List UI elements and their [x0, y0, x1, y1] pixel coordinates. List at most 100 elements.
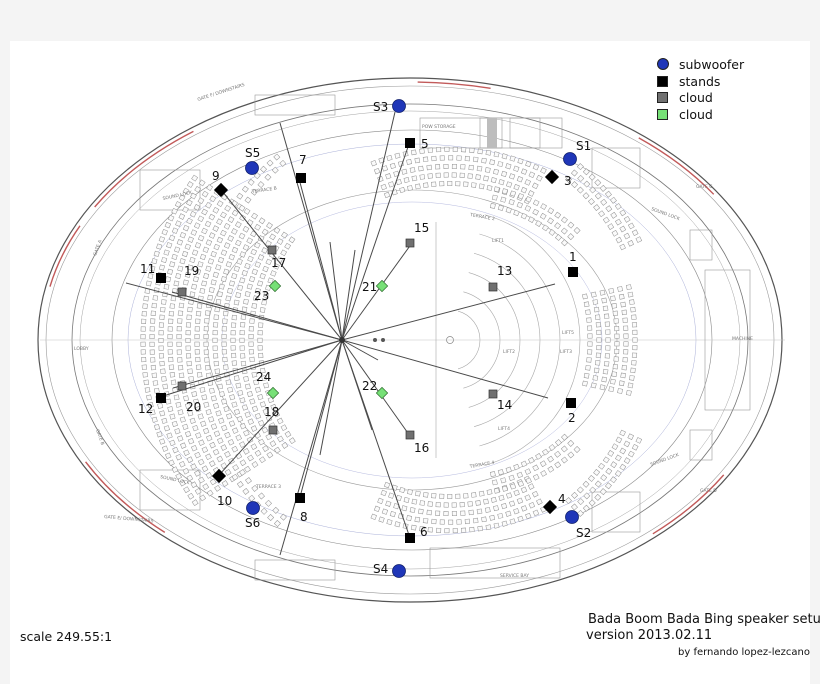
stage-center [446, 336, 454, 344]
seating-left-main [140, 174, 296, 507]
stand-11 [156, 273, 166, 283]
speaker-ray [172, 339, 343, 389]
plan-label-gate-c: GATE C [696, 184, 712, 190]
green-cloud-22 [375, 386, 389, 400]
room-outline [689, 229, 713, 261]
speaker-ray [341, 339, 373, 431]
plan-label-lobby: LOBBY [74, 346, 89, 352]
gray-cloud-16 [405, 430, 415, 440]
listening-center [339, 337, 345, 343]
speaker-ray [341, 339, 411, 437]
elevator-shaft [487, 118, 497, 148]
subwoofer-s5 [245, 161, 259, 175]
plan-label-sound-lock: SOUND LOCK [650, 206, 681, 222]
gray-cloud-label-15: 15 [414, 221, 429, 235]
center-mark [381, 338, 385, 342]
gray-cloud-13 [488, 282, 498, 292]
green-cloud-label-23: 23 [254, 289, 269, 303]
room-outline [254, 94, 336, 116]
wall-accent [652, 474, 725, 535]
speaker-ray [319, 339, 343, 456]
wall-accent [49, 225, 81, 287]
plan-label-machine: MACHINE [732, 336, 753, 342]
speaker-ray [341, 339, 549, 399]
speaker-ray [341, 249, 356, 341]
green-cloud-label-24: 24 [256, 370, 271, 384]
plan-label-pow-storage: POW STORAGE [422, 124, 456, 130]
speaker-ray [279, 122, 343, 341]
plan-label-lift-2: LIFT2 [503, 349, 515, 355]
subwoofer-s1 [563, 152, 577, 166]
seating-left-balcony-bottom [231, 153, 287, 212]
gray-cloud-label-13: 13 [497, 264, 512, 278]
plan-label-sound-lock: SOUND LOCK [650, 452, 681, 468]
stand-label-1: 1 [569, 250, 577, 264]
seating-bottom-terrace [370, 475, 547, 534]
seating-bottom-right [489, 433, 581, 494]
stand-label-11: 11 [140, 262, 155, 276]
subwoofer-label-s1: S1 [576, 139, 591, 153]
square-symbol-icon [657, 92, 668, 103]
gray-cloud-18 [268, 425, 278, 435]
legend-label: cloud [679, 106, 713, 122]
room-outline [591, 147, 641, 189]
subwoofer-symbol-icon [657, 58, 669, 70]
speaker-ray [279, 339, 343, 556]
seating-top-right [489, 186, 581, 247]
gray-cloud-label-18: 18 [264, 405, 279, 419]
subwoofer-s4 [392, 564, 406, 578]
green-cloud-label-21: 21 [362, 280, 377, 294]
speaker-ray [341, 283, 556, 341]
stand-label-4: 4 [558, 492, 566, 506]
stand-label-7: 7 [299, 153, 307, 167]
plan-label-lift-1: LIFT1 [492, 238, 504, 244]
stand-label-2: 2 [568, 411, 576, 425]
plan-label-gate-d: GATE D [700, 488, 717, 494]
gray-cloud-14 [488, 389, 498, 399]
stand-label-12: 12 [138, 402, 153, 416]
stand-label-3: 3 [564, 174, 572, 188]
speaker-ray [341, 111, 396, 341]
version-label: version 2013.02.11 [586, 628, 713, 643]
subwoofer-s3 [392, 99, 406, 113]
speaker-ray [329, 241, 343, 341]
room-outline [429, 547, 561, 579]
green-cloud-23 [268, 279, 282, 293]
seating-upper-right [565, 163, 643, 251]
speaker-ray [341, 242, 413, 341]
square-symbol-icon [657, 108, 668, 120]
gray-cloud-label-19: 19 [184, 264, 199, 278]
subwoofer-label-s3: S3 [373, 100, 388, 114]
plan-label-lift-5: LIFT5 [562, 330, 574, 336]
legend-item: stands [657, 74, 777, 91]
stand-5 [405, 138, 415, 148]
green-cloud-21 [375, 279, 389, 293]
gray-cloud-label-20: 20 [186, 400, 201, 414]
plan-label-gate-e: GATE E/ DOWNSTAIRS [104, 514, 154, 524]
speaker-ray-lines [125, 111, 556, 556]
room-outline [509, 117, 563, 149]
gray-cloud-19 [177, 287, 187, 297]
subwoofer-label-s2: S2 [576, 526, 591, 540]
stand-label-6: 6 [420, 525, 428, 539]
stand-4 [542, 499, 558, 515]
room-outline [591, 491, 641, 533]
stand-3 [544, 169, 560, 185]
wall-accent [94, 130, 194, 208]
legend-item: cloud [657, 107, 777, 124]
gray-cloud-label-14: 14 [497, 398, 512, 412]
plan-label-sound-lock: SOUND LOCK [160, 474, 192, 486]
plan-label-service-bay: SERVICE BAY [500, 573, 529, 579]
stand-label-5: 5 [421, 137, 429, 151]
seating-left-balcony-top [231, 469, 287, 527]
center-mark [373, 338, 377, 342]
stand-12 [156, 393, 166, 403]
stand-1 [568, 267, 578, 277]
legend-label: subwoofer [679, 57, 745, 72]
legend-label: cloud [679, 90, 713, 105]
plan-label-gate-a: GATE A [92, 238, 104, 256]
plan-label-gate-f: GATE F/ DOWNSTAIRS [197, 82, 246, 103]
